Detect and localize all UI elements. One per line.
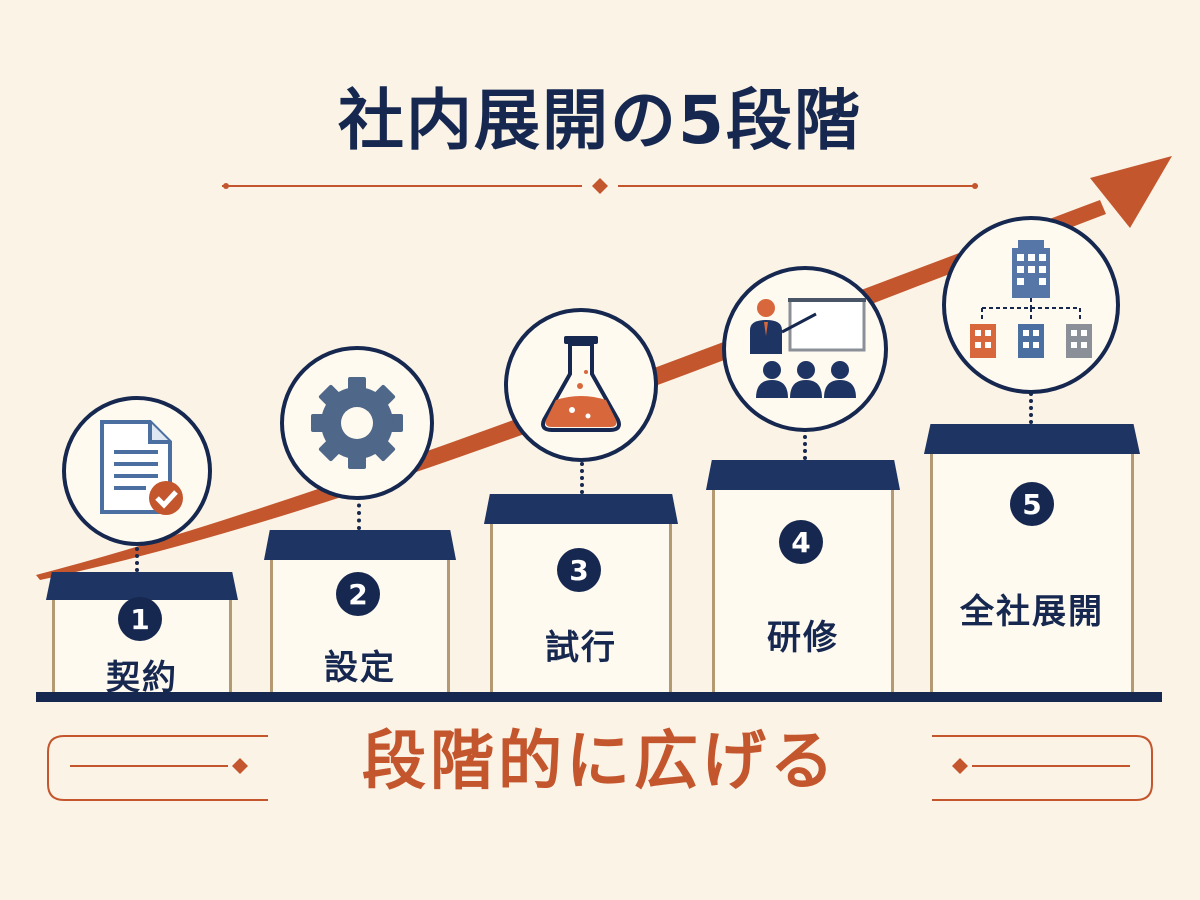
step-3-icon-circle (504, 308, 658, 462)
step-5-number: 5 (1010, 482, 1054, 526)
step-2-icon-circle (280, 346, 434, 500)
step-5-icon-circle (942, 216, 1120, 394)
footer-slogan: 段階的に広げる (362, 725, 838, 799)
step-1-icon-circle (62, 396, 212, 546)
gear-icon (311, 377, 403, 469)
step-3-number: 3 (557, 548, 601, 592)
step-2-number: 2 (336, 572, 380, 616)
step-1-number: 1 (118, 597, 162, 641)
step-1-label: 契約 (106, 658, 178, 698)
step-3-cap (484, 494, 678, 524)
step-3-label: 試行 (545, 628, 617, 668)
training-presentation-icon (750, 298, 866, 398)
flask-icon (541, 336, 621, 432)
baseline (36, 692, 1162, 702)
step-2-cap (264, 530, 456, 560)
step-4-label: 研修 (767, 618, 839, 658)
step-2-label: 設定 (324, 648, 396, 688)
step-4-connector (803, 428, 807, 460)
step-1-connector (135, 540, 139, 572)
step-3-connector (580, 462, 584, 494)
step-5-connector (1029, 392, 1033, 424)
contract-document-check-icon (100, 420, 183, 515)
step-2-connector (357, 496, 361, 530)
step-4-number: 4 (779, 520, 823, 564)
title-divider (222, 178, 978, 194)
step-4-icon-circle (722, 266, 888, 432)
company-org-buildings-icon (970, 240, 1092, 358)
step-4-cap (706, 460, 900, 490)
step-5-cap (924, 424, 1140, 454)
step-1-cap (46, 572, 238, 600)
page-title: 社内展開の5段階 (338, 82, 862, 159)
step-4-pillar (712, 490, 894, 694)
step-5-label: 全社展開 (960, 592, 1104, 632)
